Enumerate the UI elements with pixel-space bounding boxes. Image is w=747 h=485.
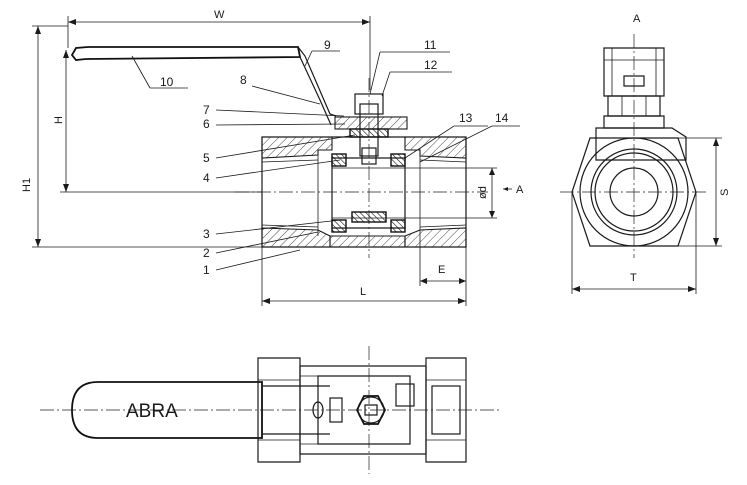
top-view-handle <box>71 381 263 439</box>
handle-grip <box>70 46 302 61</box>
leader-12b <box>381 71 391 97</box>
dim-t-label: T <box>630 272 637 284</box>
leader-4 <box>215 159 341 179</box>
top-view-stem-square <box>364 404 378 416</box>
thread-line <box>419 159 467 163</box>
part-label-9: 9 <box>324 38 331 52</box>
part-label-10: 10 <box>160 75 174 89</box>
part-label-13: 13 <box>459 111 473 125</box>
dim-l-label: L <box>360 286 366 298</box>
top-view: ABRA <box>40 346 500 474</box>
part-label-12: 12 <box>424 58 438 72</box>
part-label-8: 8 <box>240 73 247 87</box>
seat-ring <box>390 153 406 167</box>
leader-14b <box>419 125 493 163</box>
top-view-nut-hex <box>355 395 387 425</box>
leaders <box>131 50 520 271</box>
top-view-stop-tab <box>395 383 415 407</box>
body-wall-bottom-left <box>261 227 331 248</box>
leader-1 <box>215 249 301 271</box>
part-label-14: 14 <box>495 111 509 125</box>
gland-nut <box>334 116 408 130</box>
thread-line <box>419 224 467 228</box>
leader-6 <box>215 123 346 126</box>
part-label-3: 3 <box>203 227 210 241</box>
top-view-inner-body <box>317 375 411 445</box>
end-view-title: A <box>633 13 641 25</box>
leader-10b <box>131 55 151 89</box>
view-arrow-head <box>503 187 508 191</box>
view-arrow-label: A <box>516 184 524 196</box>
part-label-7: 7 <box>203 103 210 117</box>
leader-13b <box>404 125 455 159</box>
leader-5 <box>215 134 356 159</box>
body-wall-bottom-right <box>404 227 467 248</box>
end-view-slot <box>623 75 645 87</box>
leader-8 <box>251 85 321 105</box>
dim-e-label: E <box>438 264 445 276</box>
seat-ring <box>331 219 347 233</box>
part-label-4: 4 <box>203 171 210 185</box>
body-wall-top-right <box>404 136 467 159</box>
thread-line <box>261 159 319 163</box>
dim-od-label: ød <box>477 186 489 199</box>
handle-brand-text: ABRA <box>126 401 178 422</box>
body-bridge-bottom <box>329 235 406 248</box>
leader-3 <box>215 219 341 235</box>
leader-2 <box>215 231 319 254</box>
end-view-neck <box>595 127 687 161</box>
leader-11b <box>369 51 381 95</box>
part-label-6: 6 <box>203 117 210 131</box>
part-label-2: 2 <box>203 246 210 260</box>
leader-7 <box>215 109 345 117</box>
front-section-view: 1 2 3 4 5 6 7 8 9 10 11 12 13 14 W H1 H <box>21 9 524 306</box>
dim-h1-label: H1 <box>21 178 33 192</box>
end-view-handle <box>603 47 665 97</box>
end-view-a: A S T <box>560 13 731 294</box>
part-label-11: 11 <box>424 38 437 52</box>
top-view-body <box>299 365 427 455</box>
handle-arm <box>297 46 337 126</box>
dim-s-label: S <box>719 189 731 196</box>
part-label-5: 5 <box>203 151 210 165</box>
leader-9b <box>304 50 313 67</box>
dim-h-label: H <box>53 116 65 124</box>
seat-ring <box>390 219 406 233</box>
top-view-left-end <box>257 357 301 463</box>
part-label-1: 1 <box>203 263 210 277</box>
dim-w-label: W <box>214 9 225 21</box>
